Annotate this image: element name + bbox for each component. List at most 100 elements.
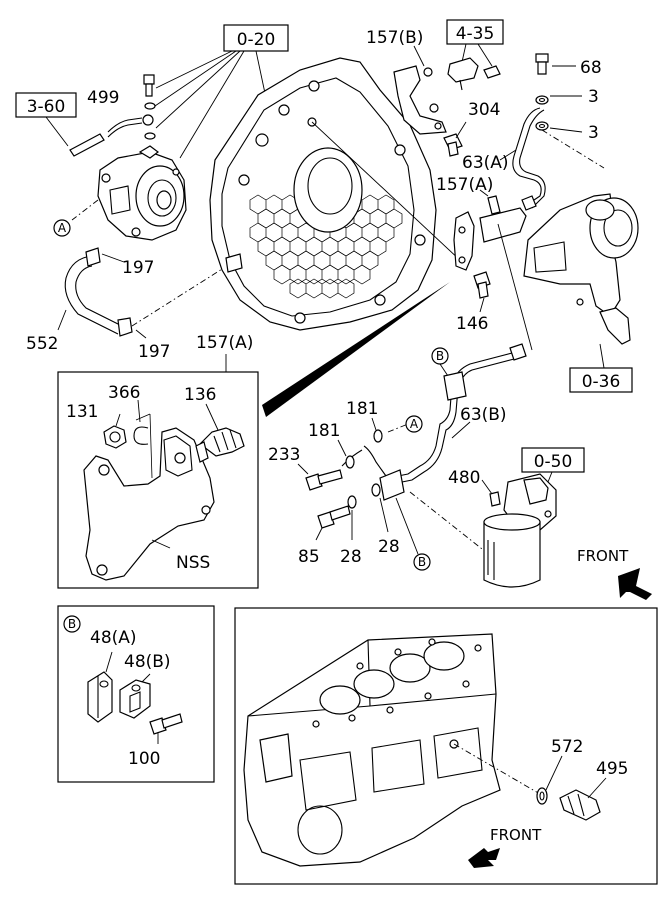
- leader-3b: [549, 127, 583, 133]
- leader-366: [137, 399, 141, 423]
- labels: 499 157(B) 68 3 3 304 63(A) 157(A) 197 1…: [26, 28, 629, 844]
- ref-box-0-50[interactable]: 0-50: [521, 447, 585, 473]
- clip-48a: [87, 671, 113, 723]
- label-304: 304: [468, 100, 500, 120]
- sensor-136: [195, 427, 245, 463]
- label-85: 85: [298, 547, 320, 567]
- label-157a-top: 157(A): [436, 175, 493, 195]
- label-63a: 63(A): [462, 153, 509, 173]
- label-146: 146: [456, 314, 488, 334]
- leader-572: [545, 755, 563, 791]
- sensor-480: [489, 491, 501, 507]
- leader-146: [479, 297, 485, 313]
- oil-filter-assembly: [483, 473, 557, 588]
- leader-28b: [379, 497, 389, 533]
- leader-304: [455, 121, 467, 139]
- leader-233: [297, 463, 309, 475]
- label-3a: 3: [588, 87, 599, 107]
- label-28a: 28: [340, 547, 362, 567]
- leader-48b: [141, 673, 151, 683]
- sensor-to-pipe: [497, 223, 533, 351]
- front-arrow-2: [468, 848, 500, 868]
- leaders-0-20: [151, 50, 267, 159]
- bolt-85: [317, 505, 351, 529]
- svg-text:4-35: 4-35: [456, 24, 495, 44]
- clip-48b: [119, 679, 151, 719]
- label-front-1: FRONT: [577, 547, 629, 565]
- pump-assembly: [97, 145, 187, 241]
- label-495: 495: [596, 759, 628, 779]
- bracket-157b: [393, 65, 447, 135]
- label-3b: 3: [588, 123, 599, 143]
- ring-guide: [135, 413, 151, 421]
- engine-block: [243, 633, 501, 867]
- label-572: 572: [551, 737, 583, 757]
- leader-63b: [451, 421, 471, 439]
- callout-line-a: [71, 199, 99, 221]
- label-197b: 197: [138, 342, 170, 362]
- label-68: 68: [580, 58, 602, 78]
- leader-197b: [135, 329, 147, 339]
- callout-b-bottom[interactable]: B: [413, 553, 431, 571]
- leader-552: [57, 309, 67, 331]
- svg-text:3-60: 3-60: [27, 97, 66, 117]
- label-233: 233: [268, 445, 300, 465]
- label-499: 499: [87, 88, 119, 108]
- ref-box-3-60[interactable]: 3-60: [15, 92, 77, 118]
- ref-box-0-20[interactable]: 0-20: [223, 24, 289, 52]
- leader-63a: [499, 149, 517, 161]
- svg-text:0-20: 0-20: [237, 30, 276, 50]
- leader-157b: [413, 45, 425, 67]
- label-63b: 63(B): [460, 405, 507, 425]
- label-48a: 48(A): [90, 628, 137, 648]
- svg-text:B: B: [68, 617, 76, 631]
- front-arrow-1: [618, 568, 652, 600]
- label-100: 100: [128, 749, 160, 769]
- callout-a-mid[interactable]: A: [405, 415, 423, 433]
- leader-48a: [105, 651, 113, 673]
- bolt-stack: [143, 74, 156, 140]
- label-197a: 197: [122, 258, 154, 278]
- leader-nss: [151, 539, 171, 549]
- pipe-63a: [512, 107, 546, 211]
- dash-3-turbo: [541, 129, 605, 169]
- label-48b: 48(B): [124, 652, 171, 672]
- leader-0-36: [599, 343, 605, 369]
- callout-a-left[interactable]: A: [53, 219, 71, 237]
- sensor-4-35: [447, 57, 501, 91]
- label-480: 480: [448, 468, 480, 488]
- svg-text:0-36: 0-36: [582, 372, 621, 392]
- pipe-499: [107, 114, 154, 138]
- label-131: 131: [66, 402, 98, 422]
- leader-b-bottom: [395, 497, 419, 555]
- label-552: 552: [26, 334, 58, 354]
- ref-box-4-35[interactable]: 4-35: [446, 19, 504, 45]
- bolt-146: [473, 271, 491, 299]
- washer-28-left: [347, 495, 357, 509]
- dash-a-mid: [387, 423, 409, 433]
- callout-b-top[interactable]: B: [431, 347, 449, 365]
- hose-dash-line: [131, 263, 231, 327]
- washer-181-upper: [373, 429, 383, 443]
- turbocharger: [523, 193, 639, 345]
- label-157a-inset: 157(A): [196, 333, 253, 353]
- label-136: 136: [184, 385, 216, 405]
- leader-4-35: [461, 43, 467, 63]
- label-366: 366: [108, 383, 140, 403]
- nut-131: [103, 425, 127, 449]
- label-181a: 181: [346, 399, 378, 419]
- leader-157a-top: [479, 189, 489, 197]
- bolt-304: [443, 133, 463, 157]
- washer-181-lower: [345, 455, 355, 469]
- ref-box-0-36[interactable]: 0-36: [569, 367, 633, 393]
- rod-3-60: [69, 133, 105, 157]
- callout-b-inset[interactable]: B: [63, 615, 81, 633]
- svg-text:A: A: [58, 221, 67, 235]
- washer-28-right: [371, 483, 381, 497]
- leader-85: [315, 527, 323, 541]
- leader-0-50: [547, 471, 553, 483]
- pipe-63b: [341, 343, 527, 501]
- label-nss: NSS: [176, 553, 210, 573]
- flywheel-housing: [209, 57, 437, 331]
